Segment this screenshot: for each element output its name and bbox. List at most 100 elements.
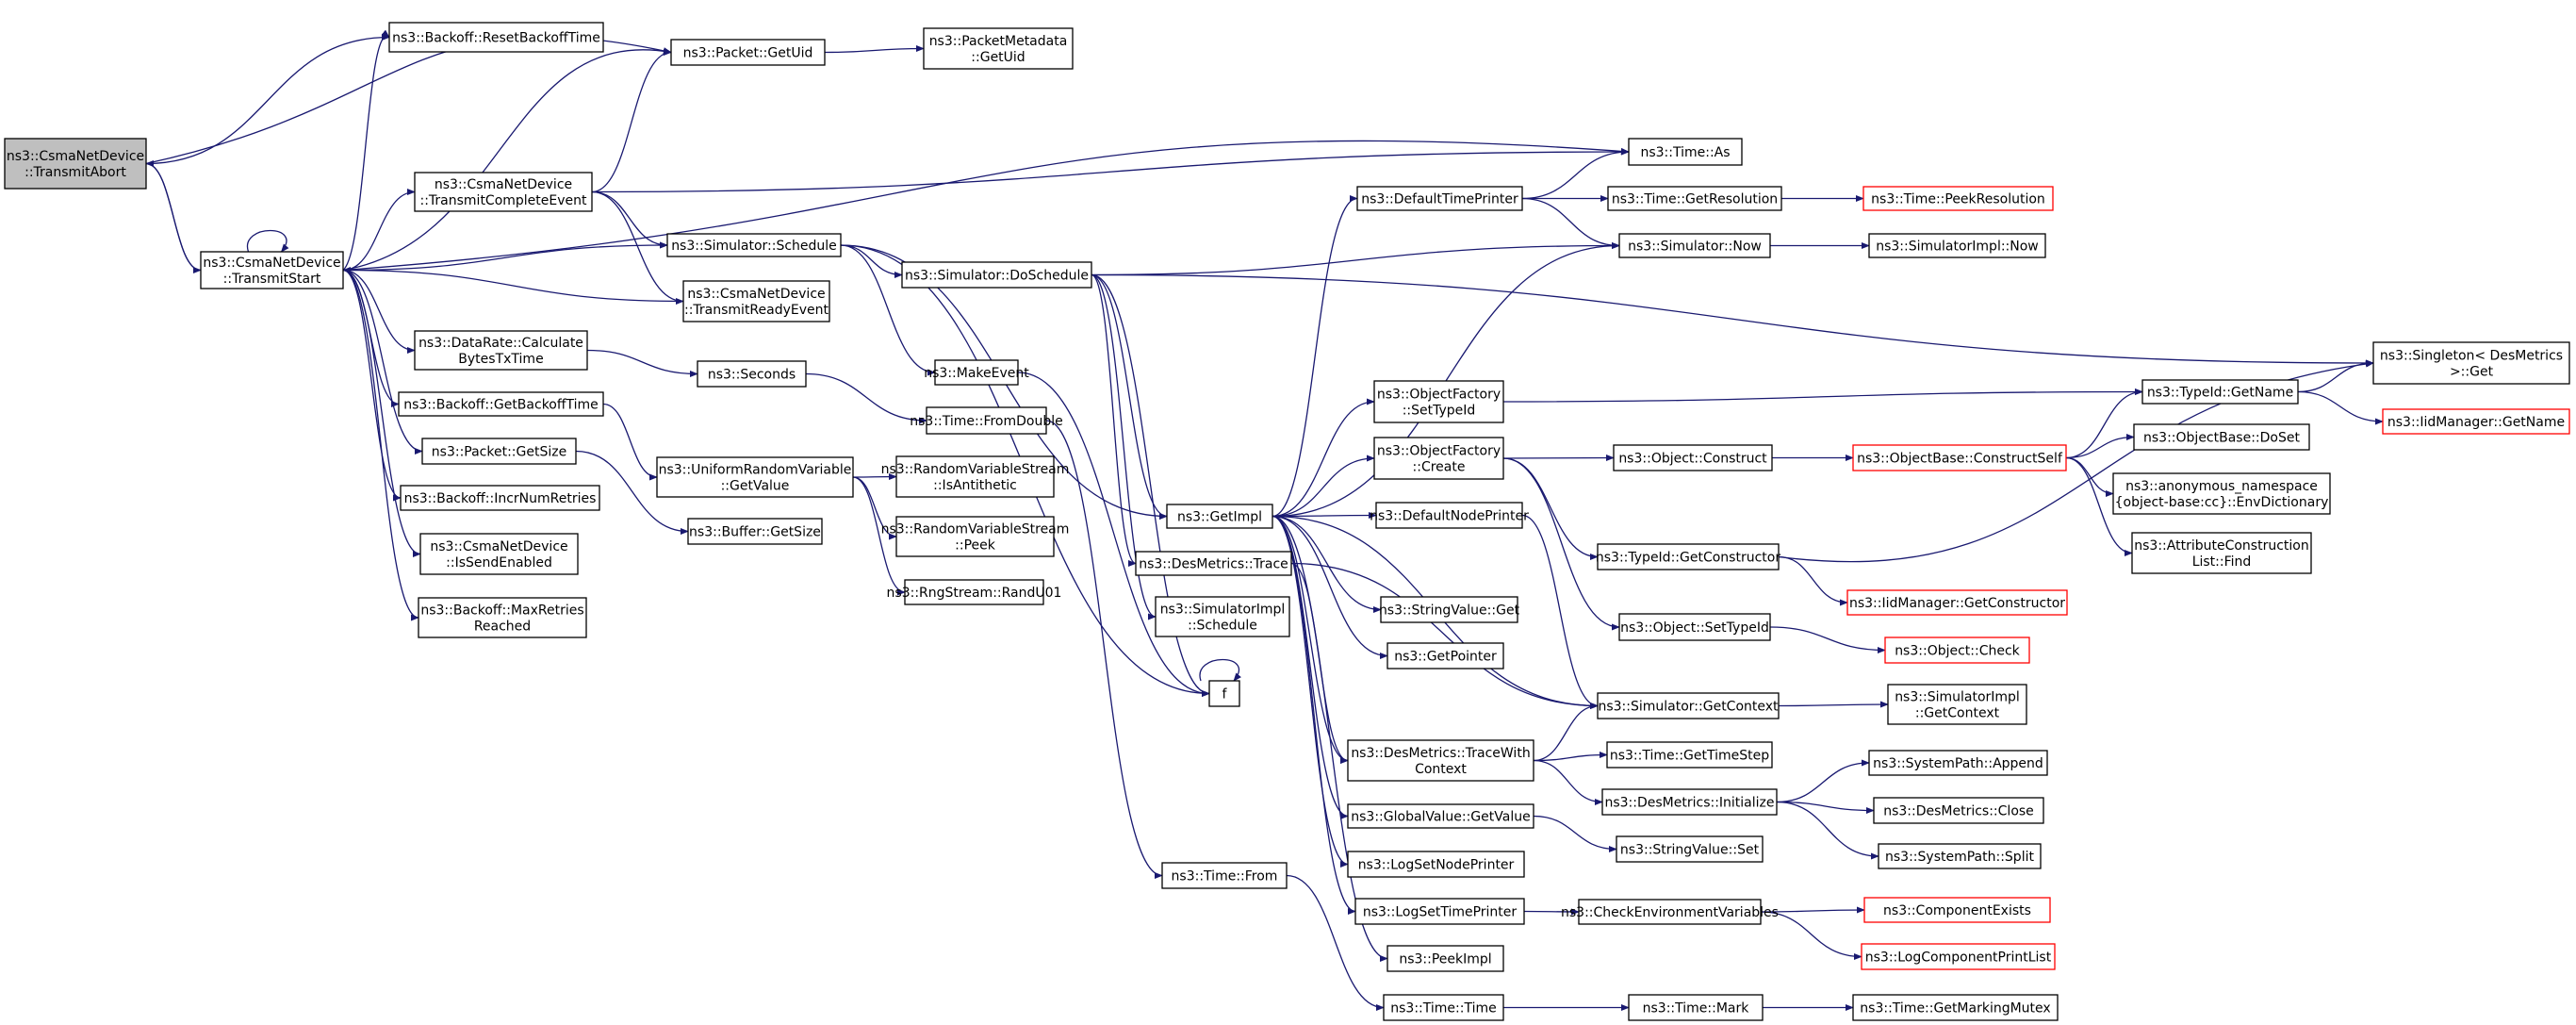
function-node-logsetnodeprinter[interactable]: ns3::LogSetNodePrinter [1347,851,1525,878]
function-node-time-time[interactable]: ns3::Time::Time [1383,994,1504,1021]
node-box [418,597,587,638]
function-node-iidmanager-getconstructor[interactable]: ns3::IidManager::GetConstructor [1846,589,2068,616]
function-node-desmetrics-trace[interactable]: ns3::DesMetrics::Trace [1135,551,1292,576]
call-edge-sim-doschedule-to-desmetrics-trace [1091,273,1137,567]
function-node-objfactory-settypeid[interactable]: ns3::ObjectFactory::SetTypeId [1373,380,1504,423]
function-node-is-send-enabled[interactable]: ns3::CsmaNetDevice::IsSendEnabled [419,533,579,575]
node-label: ns3::CheckEnvironmentVariables [1561,905,1779,920]
node-box [2133,423,2310,451]
function-node-packet-getsize[interactable]: ns3::Packet::GetSize [421,438,577,465]
function-node-simimpl-now[interactable]: ns3::SimulatorImpl::Now [1868,233,2046,258]
function-node-buffer-getsize[interactable]: ns3::Buffer::GetSize [687,518,823,545]
function-node-transmit-complete[interactable]: ns3::CsmaNetDevice::TransmitCompleteEven… [414,172,593,212]
function-node-seconds[interactable]: ns3::Seconds [697,360,807,388]
node-label: ns3::DefaultTimePrinter [1361,192,1518,207]
function-node-logsettimeprinter[interactable]: ns3::LogSetTimePrinter [1354,898,1525,925]
function-node-objectbase-constructself[interactable]: ns3::ObjectBase::ConstructSelf [1852,444,2067,471]
node-label: ns3::ObjectFactory [1377,444,1501,459]
node-box [1884,636,2030,664]
function-node-envdictionary[interactable]: ns3::anonymous_namespace{object-base:cc}… [2112,472,2331,515]
node-box [1383,994,1504,1021]
function-node-object-check[interactable]: ns3::Object::Check [1884,636,2030,664]
function-node-transmit-abort[interactable]: ns3::CsmaNetDevice::TransmitAbort [4,138,147,190]
function-node-globalvalue-getvalue[interactable]: ns3::GlobalValue::GetValue [1347,803,1534,829]
function-node-desmetrics-close[interactable]: ns3::DesMetrics::Close [1873,797,2044,824]
function-node-rng-randu01[interactable]: ns3::RngStream::RandU01 [887,579,1062,605]
node-label: ns3::AttributeConstruction [2134,538,2308,554]
node-box [682,280,830,322]
node-box [1601,788,1778,816]
call-edge-typeid-getname-to-iidmanager-getname [2297,390,2384,425]
function-node-typeid-getconstructor[interactable]: ns3::TypeId::GetConstructor [1596,543,1780,570]
call-edge-transmit-start-to-transmit-abort [145,159,202,272]
call-edge-typeid-getconstructor-to-iidmanager-getconstructor [1778,555,1848,606]
call-edge-datarate-calc-to-seconds [586,349,698,378]
node-label: ::Create [1413,460,1466,475]
function-node-rvs-peek[interactable]: ns3::RandomVariableStream::Peek [881,516,1070,557]
node-box [1607,186,1782,211]
node-label: ns3::SystemPath::Split [1885,850,2034,865]
function-node-default-node-printer[interactable]: ns3::DefaultNodePrinter [1370,502,1529,529]
function-node-f[interactable]: f [1208,680,1240,707]
function-node-component-exists[interactable]: ns3::ComponentExists [1863,897,2051,923]
function-node-object-settypeid[interactable]: ns3::Object::SetTypeId [1618,613,1771,641]
node-box [400,485,600,511]
call-edge-transmit-start-to-reset-backoff [342,29,390,272]
function-node-reset-backoff[interactable]: ns3::Backoff::ResetBackoffTime [388,22,604,53]
function-node-systempath-split[interactable]: ns3::SystemPath::Split [1878,843,2042,869]
function-node-stringvalue-set[interactable]: ns3::StringValue::Set [1616,835,1764,863]
function-node-transmit-ready[interactable]: ns3::CsmaNetDevice::TransmitReadyEvent [682,280,830,322]
function-node-desmetrics-initialize[interactable]: ns3::DesMetrics::Initialize [1601,788,1778,816]
function-node-systempath-append[interactable]: ns3::SystemPath::Append [1868,750,2048,776]
node-label: ns3::Simulator::GetContext [1598,700,1779,715]
node-label: ns3::Time::As [1640,145,1730,160]
function-node-objfactory-create[interactable]: ns3::ObjectFactory::Create [1373,437,1504,480]
node-label: ns3::DesMetrics::Trace [1139,557,1288,572]
function-node-incr-retries[interactable]: ns3::Backoff::IncrNumRetries [400,485,600,511]
call-edge-traceWithContext-to-time-gettimestep [1533,751,1608,762]
function-node-sim-schedule[interactable]: ns3::Simulator::Schedule [666,233,842,257]
function-node-time-getresolution[interactable]: ns3::Time::GetResolution [1607,186,1782,211]
function-node-time-gettimestep[interactable]: ns3::Time::GetTimeStep [1606,741,1773,769]
function-node-typeid-getname[interactable]: ns3::TypeId::GetName [2141,379,2299,405]
function-node-sim-doschedule[interactable]: ns3::Simulator::DoSchedule [901,261,1092,289]
function-node-singleton-get[interactable]: ns3::Singleton< DesMetrics >::Get [2372,341,2570,385]
function-node-logcomponentprintlist[interactable]: ns3::LogComponentPrintList [1861,943,2056,970]
function-node-check-env-vars[interactable]: ns3::CheckEnvironmentVariables [1561,899,1779,925]
function-node-packetmetadata-getuid[interactable]: ns3::PacketMetadata::GetUid [923,27,1074,70]
function-node-urv-getvalue[interactable]: ns3::UniformRandomVariable::GetValue [656,456,854,498]
call-edge-check-env-vars-to-logcomponentprintlist [1760,911,1862,961]
function-node-default-time-printer[interactable]: ns3::DefaultTimePrinter [1356,186,1523,211]
function-node-time-getmarkingmutex[interactable]: ns3::Time::GetMarkingMutex [1852,994,2059,1021]
node-box [895,455,1055,498]
node-box [200,251,344,289]
function-node-sim-getcontext[interactable]: ns3::Simulator::GetContext [1597,692,1780,719]
function-node-transmit-start[interactable]: ns3::CsmaNetDevice::TransmitStart [200,251,344,289]
function-node-sim-now[interactable]: ns3::Simulator::Now [1618,233,1771,258]
node-label: ns3::PeekImpl [1399,952,1491,967]
function-node-iidmanager-getname[interactable]: ns3::IidManager::GetName [2382,408,2570,435]
function-node-packet-getuid[interactable]: ns3::Packet::GetUid [670,39,826,66]
function-node-time-from[interactable]: ns3::Time::From [1161,862,1288,889]
function-node-simimpl-schedule[interactable]: ns3::SimulatorImpl::Schedule [1155,596,1290,637]
function-node-get-backoff[interactable]: ns3::Backoff::GetBackoffTime [398,391,604,417]
function-node-simimpl-getcontext[interactable]: ns3::SimulatorImpl::GetContext [1887,684,2027,725]
function-node-peekimpl[interactable]: ns3::PeekImpl [1386,945,1504,972]
call-edge-time-from-to-time-time [1286,874,1385,1012]
function-node-object-construct[interactable]: ns3::Object::Construct [1613,444,1773,471]
function-node-objectbase-doset[interactable]: ns3::ObjectBase::DoSet [2133,423,2310,451]
function-node-rvs-isantithetic[interactable]: ns3::RandomVariableStream::IsAntithetic [881,455,1070,498]
function-node-time-mark[interactable]: ns3::Time::Mark [1628,994,1764,1021]
function-node-getimpl[interactable]: ns3::GetImpl [1166,504,1273,529]
function-node-time-fromdouble[interactable]: ns3::Time::FromDouble [910,406,1063,435]
function-node-make-event[interactable]: ns3::MakeEvent [924,359,1029,386]
function-node-time-peekresolution[interactable]: ns3::Time::PeekResolution [1862,186,2054,211]
function-node-time-as[interactable]: ns3::Time::As [1628,138,1743,166]
function-node-getpointer[interactable]: ns3::GetPointer [1386,642,1504,670]
node-box [1386,642,1504,670]
function-node-stringvalue-get[interactable]: ns3::StringValue::Get [1379,596,1520,623]
